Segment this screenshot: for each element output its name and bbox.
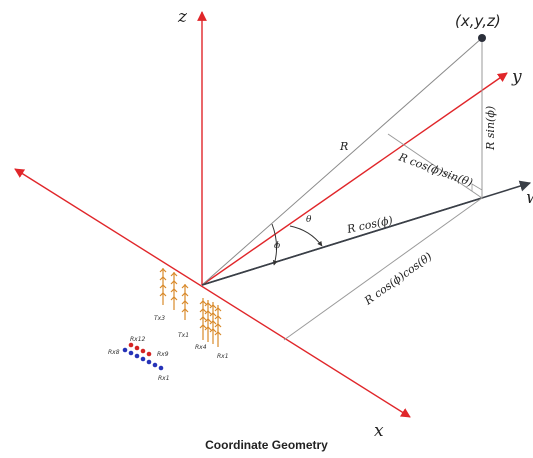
point-label: (x,y,z): [455, 12, 501, 30]
r-cos-phi-sin-theta-label: R cos(ϕ)sin(θ): [396, 150, 474, 189]
parallel-x-guide: [283, 197, 483, 341]
rx1-label: Rx1: [217, 353, 229, 360]
y-axis-label: y: [511, 67, 522, 87]
rx4-label: Rx4: [195, 344, 207, 351]
projection-line: [201, 197, 483, 286]
tx-antenna-group: [159, 268, 189, 320]
rx-antenna-group: [199, 298, 222, 347]
rx-antenna: [204, 300, 212, 342]
w-axis-label: w: [526, 188, 533, 208]
x-axis: [14, 168, 411, 418]
right-angle-marker: [471, 183, 483, 191]
tx-antenna: [170, 272, 178, 310]
theta-label: θ: [306, 215, 312, 225]
rx8-label: Rx8: [108, 349, 120, 356]
rx-antenna: [199, 298, 207, 340]
tx-antenna: [181, 284, 189, 320]
rx-antenna: [214, 305, 222, 347]
rx-antenna: [209, 302, 217, 344]
theta-arc: [289, 225, 323, 247]
phi-label: ϕ: [274, 241, 280, 251]
phi-arc: [271, 223, 278, 266]
z-axis-label: z: [177, 7, 188, 27]
rx12-label: Rx12: [130, 336, 146, 343]
rx-dot-array: [122, 342, 164, 371]
x-axis-label: x: [374, 421, 384, 441]
r-vector: [201, 37, 483, 286]
r-sin-phi-label: R sin(ϕ): [484, 106, 497, 151]
tx3-label: Tx3: [154, 315, 165, 322]
point-xyz: [478, 34, 486, 42]
r-label: R: [339, 140, 348, 153]
rx1-array-label: Rx1: [158, 375, 170, 382]
diagram-caption: Coordinate Geometry: [205, 438, 328, 452]
tx1-label: Tx1: [178, 332, 189, 339]
parallel-y-guide: [387, 133, 483, 199]
rx9-label: Rx9: [157, 351, 169, 358]
tx-antenna: [159, 268, 167, 305]
